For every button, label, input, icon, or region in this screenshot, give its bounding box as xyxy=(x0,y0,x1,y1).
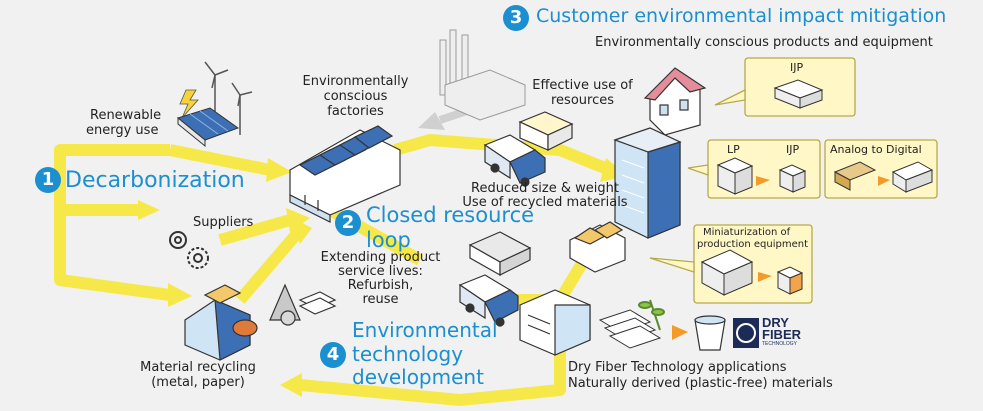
lightning-icon xyxy=(179,89,199,119)
section-2-title-line1: Closed resource xyxy=(366,203,535,227)
extending-label-2: service lives: xyxy=(338,264,423,279)
dry-fiber-label-2: Naturally derived (plastic-free) materia… xyxy=(568,376,833,391)
extending-label-3: Refurbish, xyxy=(347,278,414,293)
section-4-title-line1: Environmental xyxy=(352,318,498,342)
reduced-size-label-2: Use of recycled materials xyxy=(462,195,628,210)
extending-label-4: reuse xyxy=(362,292,399,307)
ijp-printer-icon xyxy=(773,79,824,109)
callout-ijp-mid-label: IJP xyxy=(786,143,800,156)
material-recycling-label-2: (metal, paper) xyxy=(151,375,245,390)
section-2-title-line2: loop xyxy=(366,228,411,252)
renewable-label-1: Renewable xyxy=(90,108,162,123)
orange-arrow-icon xyxy=(672,325,688,340)
dry-fiber-label-1: Dry Fiber Technology applications xyxy=(568,360,787,375)
factories-label-1: Environmentally xyxy=(302,74,409,89)
solar-panels-icon xyxy=(176,107,240,148)
cup-icon xyxy=(694,315,726,351)
callout-analog-label: Analog to Digital xyxy=(830,143,922,156)
lp-printer-icon xyxy=(716,157,754,195)
section-1-title: Decarbonization xyxy=(65,168,245,193)
section-3-title: Customer environmental impact mitigation xyxy=(536,5,947,27)
dry-fiber-logo-line3: TECHNOLOGY xyxy=(762,341,798,347)
section-3-number: 3 xyxy=(503,5,529,31)
lab-building-icon xyxy=(519,289,591,356)
factories-label-3: factories xyxy=(327,104,384,119)
gears-icon xyxy=(169,231,209,269)
refurbish-printer-icon xyxy=(468,231,532,277)
section-4-title-line2: technology xyxy=(352,342,464,366)
truck-bottom-icon xyxy=(458,274,519,327)
section-3-subtitle: Environmentally conscious products and e… xyxy=(595,35,933,50)
section-4-title-line3: development xyxy=(352,365,484,389)
effective-use-label-2: resources xyxy=(550,93,614,108)
section-4-number: 4 xyxy=(320,342,346,368)
mini-arrow-icon xyxy=(758,272,772,282)
production-equipment-icon xyxy=(700,249,754,296)
old-factory-icon xyxy=(439,29,526,121)
dry-fiber-logo-line2: FIBER xyxy=(762,327,801,342)
compact-printer-icon xyxy=(518,111,574,151)
compact-equipment-icon xyxy=(776,266,804,295)
analog-equipment-icon xyxy=(833,161,877,191)
renewable-label-2: energy use xyxy=(86,123,159,138)
effective-use-label-1: Effective use of xyxy=(532,78,633,93)
recycling-facility-icon xyxy=(184,283,337,361)
section-1-number: 1 xyxy=(35,167,61,193)
paper-sheets-icon xyxy=(598,309,662,349)
extending-label-1: Extending product xyxy=(320,250,441,265)
truck-icon xyxy=(483,134,546,187)
lp-arrow-icon xyxy=(756,176,770,186)
callout-lp-label: LP xyxy=(727,143,740,156)
digital-printer-icon xyxy=(891,161,934,193)
factory-icon xyxy=(289,125,401,223)
callout-ijp-top-label: IJP xyxy=(790,61,804,74)
plant-icon xyxy=(638,299,665,331)
reduced-size-label-1: Reduced size & weight xyxy=(471,181,619,196)
factories-label-2: conscious xyxy=(323,89,388,104)
house-icon xyxy=(643,67,707,136)
suppliers-label: Suppliers xyxy=(193,215,254,230)
ijp-small-printer-icon xyxy=(778,164,807,193)
office-building-icon xyxy=(613,127,682,239)
material-recycling-label-1: Material recycling xyxy=(140,360,256,375)
small-factory-icon xyxy=(569,221,626,273)
callout-mini-label-2: production equipment xyxy=(697,239,808,250)
dry-fiber-logo-line1: DRY xyxy=(762,315,789,330)
analog-arrow-icon xyxy=(878,176,890,186)
section-2-number: 2 xyxy=(335,210,361,236)
callout-mini-label-1: Miniaturization of xyxy=(703,227,791,238)
gray-arrowhead xyxy=(418,112,445,130)
